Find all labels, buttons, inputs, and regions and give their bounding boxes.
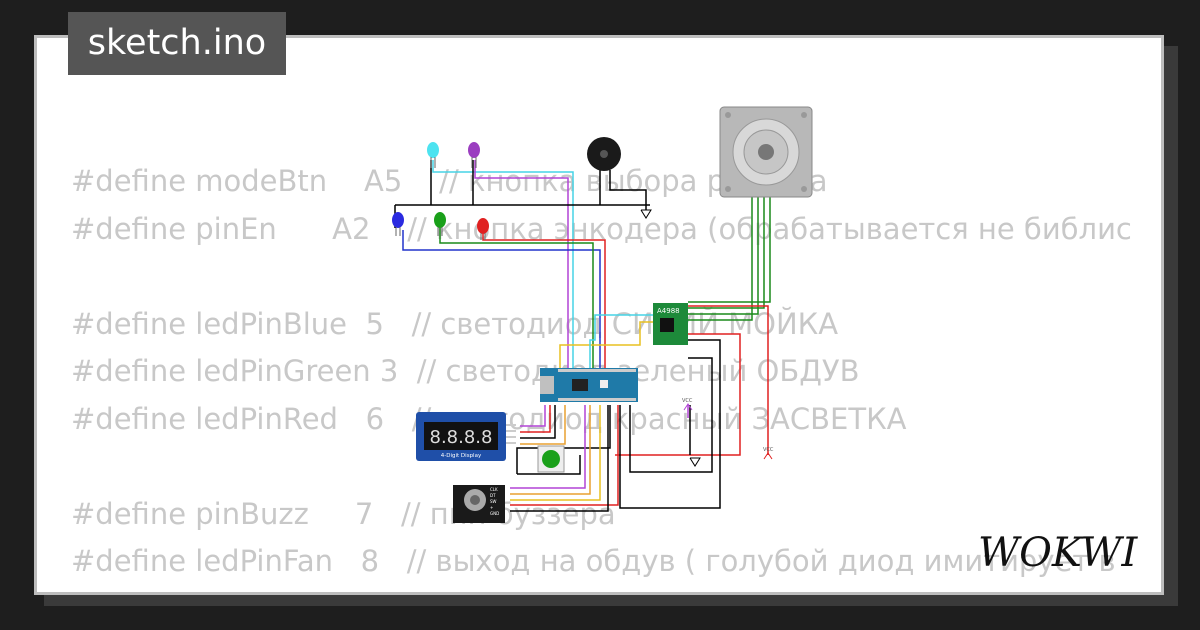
wokwi-logo: WOKWI <box>978 530 1138 576</box>
code-line: #define pinBuzz 7 // пин буззера <box>71 496 616 531</box>
driver-label: A4988 <box>657 307 680 315</box>
ground-symbol <box>689 457 701 467</box>
seven-segment-display[interactable]: 8.8.8.8 4-Digit Display <box>416 412 516 461</box>
led-purple[interactable] <box>468 142 480 168</box>
stepper-driver[interactable]: A4988 <box>653 303 688 345</box>
ground-symbol <box>640 209 652 219</box>
wires <box>394 160 771 512</box>
encoder-pin-sw: SW <box>490 499 497 504</box>
card-shadow-bottom <box>44 595 1178 606</box>
code-line: #define ledPinBlue 5 // светодиод СИНИЙ … <box>71 306 839 341</box>
encoder-pin-clk: CLK <box>490 487 498 492</box>
arduino-nano[interactable] <box>540 368 638 402</box>
vcc-symbol: VCC <box>763 447 774 460</box>
vcc-label: VCC <box>763 447 774 453</box>
code-line: #define ledPinGreen 3 // светодиод зелен… <box>71 354 860 388</box>
card-shadow-right <box>1164 46 1178 606</box>
code-line: #define motorPin 9 // выход на мотор вра… <box>71 586 1141 593</box>
buzzer[interactable] <box>587 137 621 171</box>
push-button[interactable] <box>537 445 565 473</box>
code-line: #define pinEn A2 // кнопка энкодера (обр… <box>71 211 1132 246</box>
rotary-encoder[interactable]: CLK DT SW + GND <box>453 485 505 523</box>
display-digits: 8.8.8.8 <box>430 427 493 448</box>
file-tab-label: sketch.ino <box>87 23 267 63</box>
led-green[interactable] <box>434 212 446 236</box>
encoder-pin-dt: DT <box>490 493 496 498</box>
file-tab[interactable]: sketch.ino <box>68 12 286 75</box>
vcc-symbol: VCC <box>682 398 693 411</box>
led-cyan[interactable] <box>427 142 439 168</box>
stepper-motor[interactable] <box>719 106 813 198</box>
led-blue[interactable] <box>392 212 404 236</box>
vcc-label: VCC <box>682 398 693 404</box>
code-line: #define ledPinFan 8 // выход на обдув ( … <box>71 544 1116 578</box>
display-label: 4-Digit Display <box>441 453 482 459</box>
encoder-pin-plus: + <box>490 505 493 510</box>
wokwi-logo-text: WOKWI <box>978 530 1138 576</box>
led-red[interactable] <box>477 218 489 240</box>
encoder-pin-gnd: GND <box>490 511 499 516</box>
